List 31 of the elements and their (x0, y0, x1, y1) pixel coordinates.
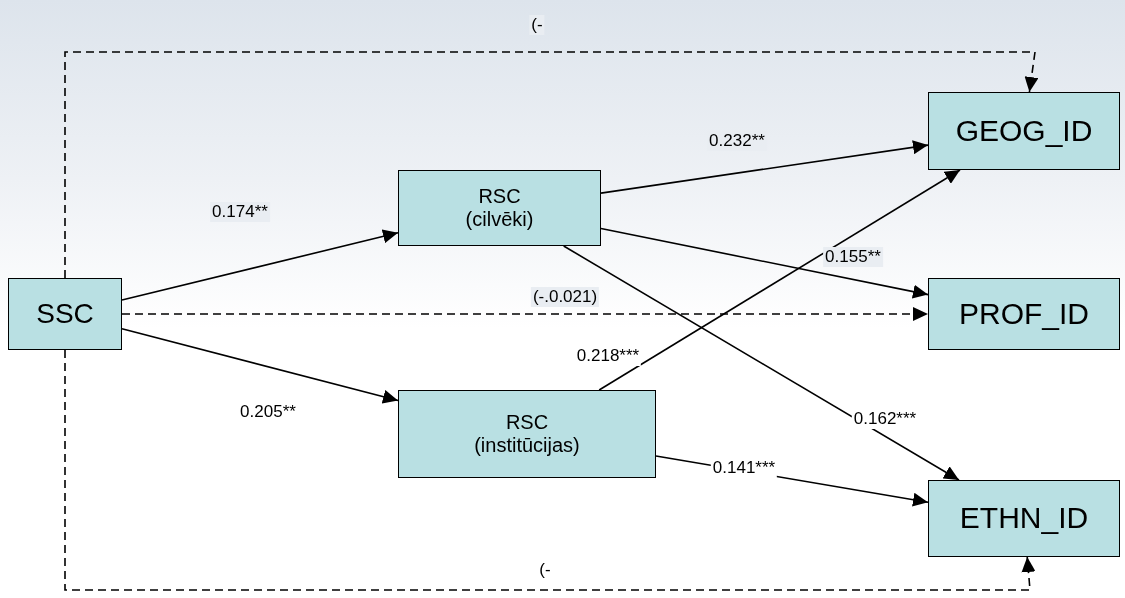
variable-box (398, 170, 601, 246)
dashed-arrow (121, 307, 929, 321)
arrow (121, 229, 399, 301)
edge-label: 0.155** (823, 247, 883, 267)
variable-box (928, 480, 1120, 557)
edge-label: (- (529, 15, 545, 35)
variable-label: ETHN_ID (959, 501, 1089, 536)
dashed-arrow (64, 51, 1039, 279)
variable-label: RSC (505, 411, 549, 434)
edge-label: 0.174** (210, 202, 270, 222)
variable-label: (institūcijas) (474, 434, 580, 457)
arrow (121, 328, 399, 404)
edge-label: 0.218*** (574, 346, 642, 366)
arrow (600, 227, 929, 299)
edge-label: 0.162*** (851, 409, 919, 429)
variable-box (928, 92, 1120, 170)
variable-label: SSC (36, 297, 94, 331)
arrow (600, 140, 929, 194)
edge-label: (- (537, 560, 553, 580)
edge-label: (-.0.021) (530, 287, 600, 307)
variable-label: (cilvēki) (465, 208, 534, 231)
variable-label: GEOG_ID (955, 113, 1093, 149)
variable-label: RSC (478, 185, 521, 208)
arrow (562, 245, 960, 481)
arrow (598, 169, 961, 391)
variable-box (928, 278, 1120, 350)
variable-box (398, 390, 656, 478)
variable-label: PROF_ID (959, 296, 1089, 332)
edge-label: 0.141*** (710, 458, 778, 478)
variable-box (8, 278, 122, 350)
dashed-arrow (64, 349, 1036, 591)
